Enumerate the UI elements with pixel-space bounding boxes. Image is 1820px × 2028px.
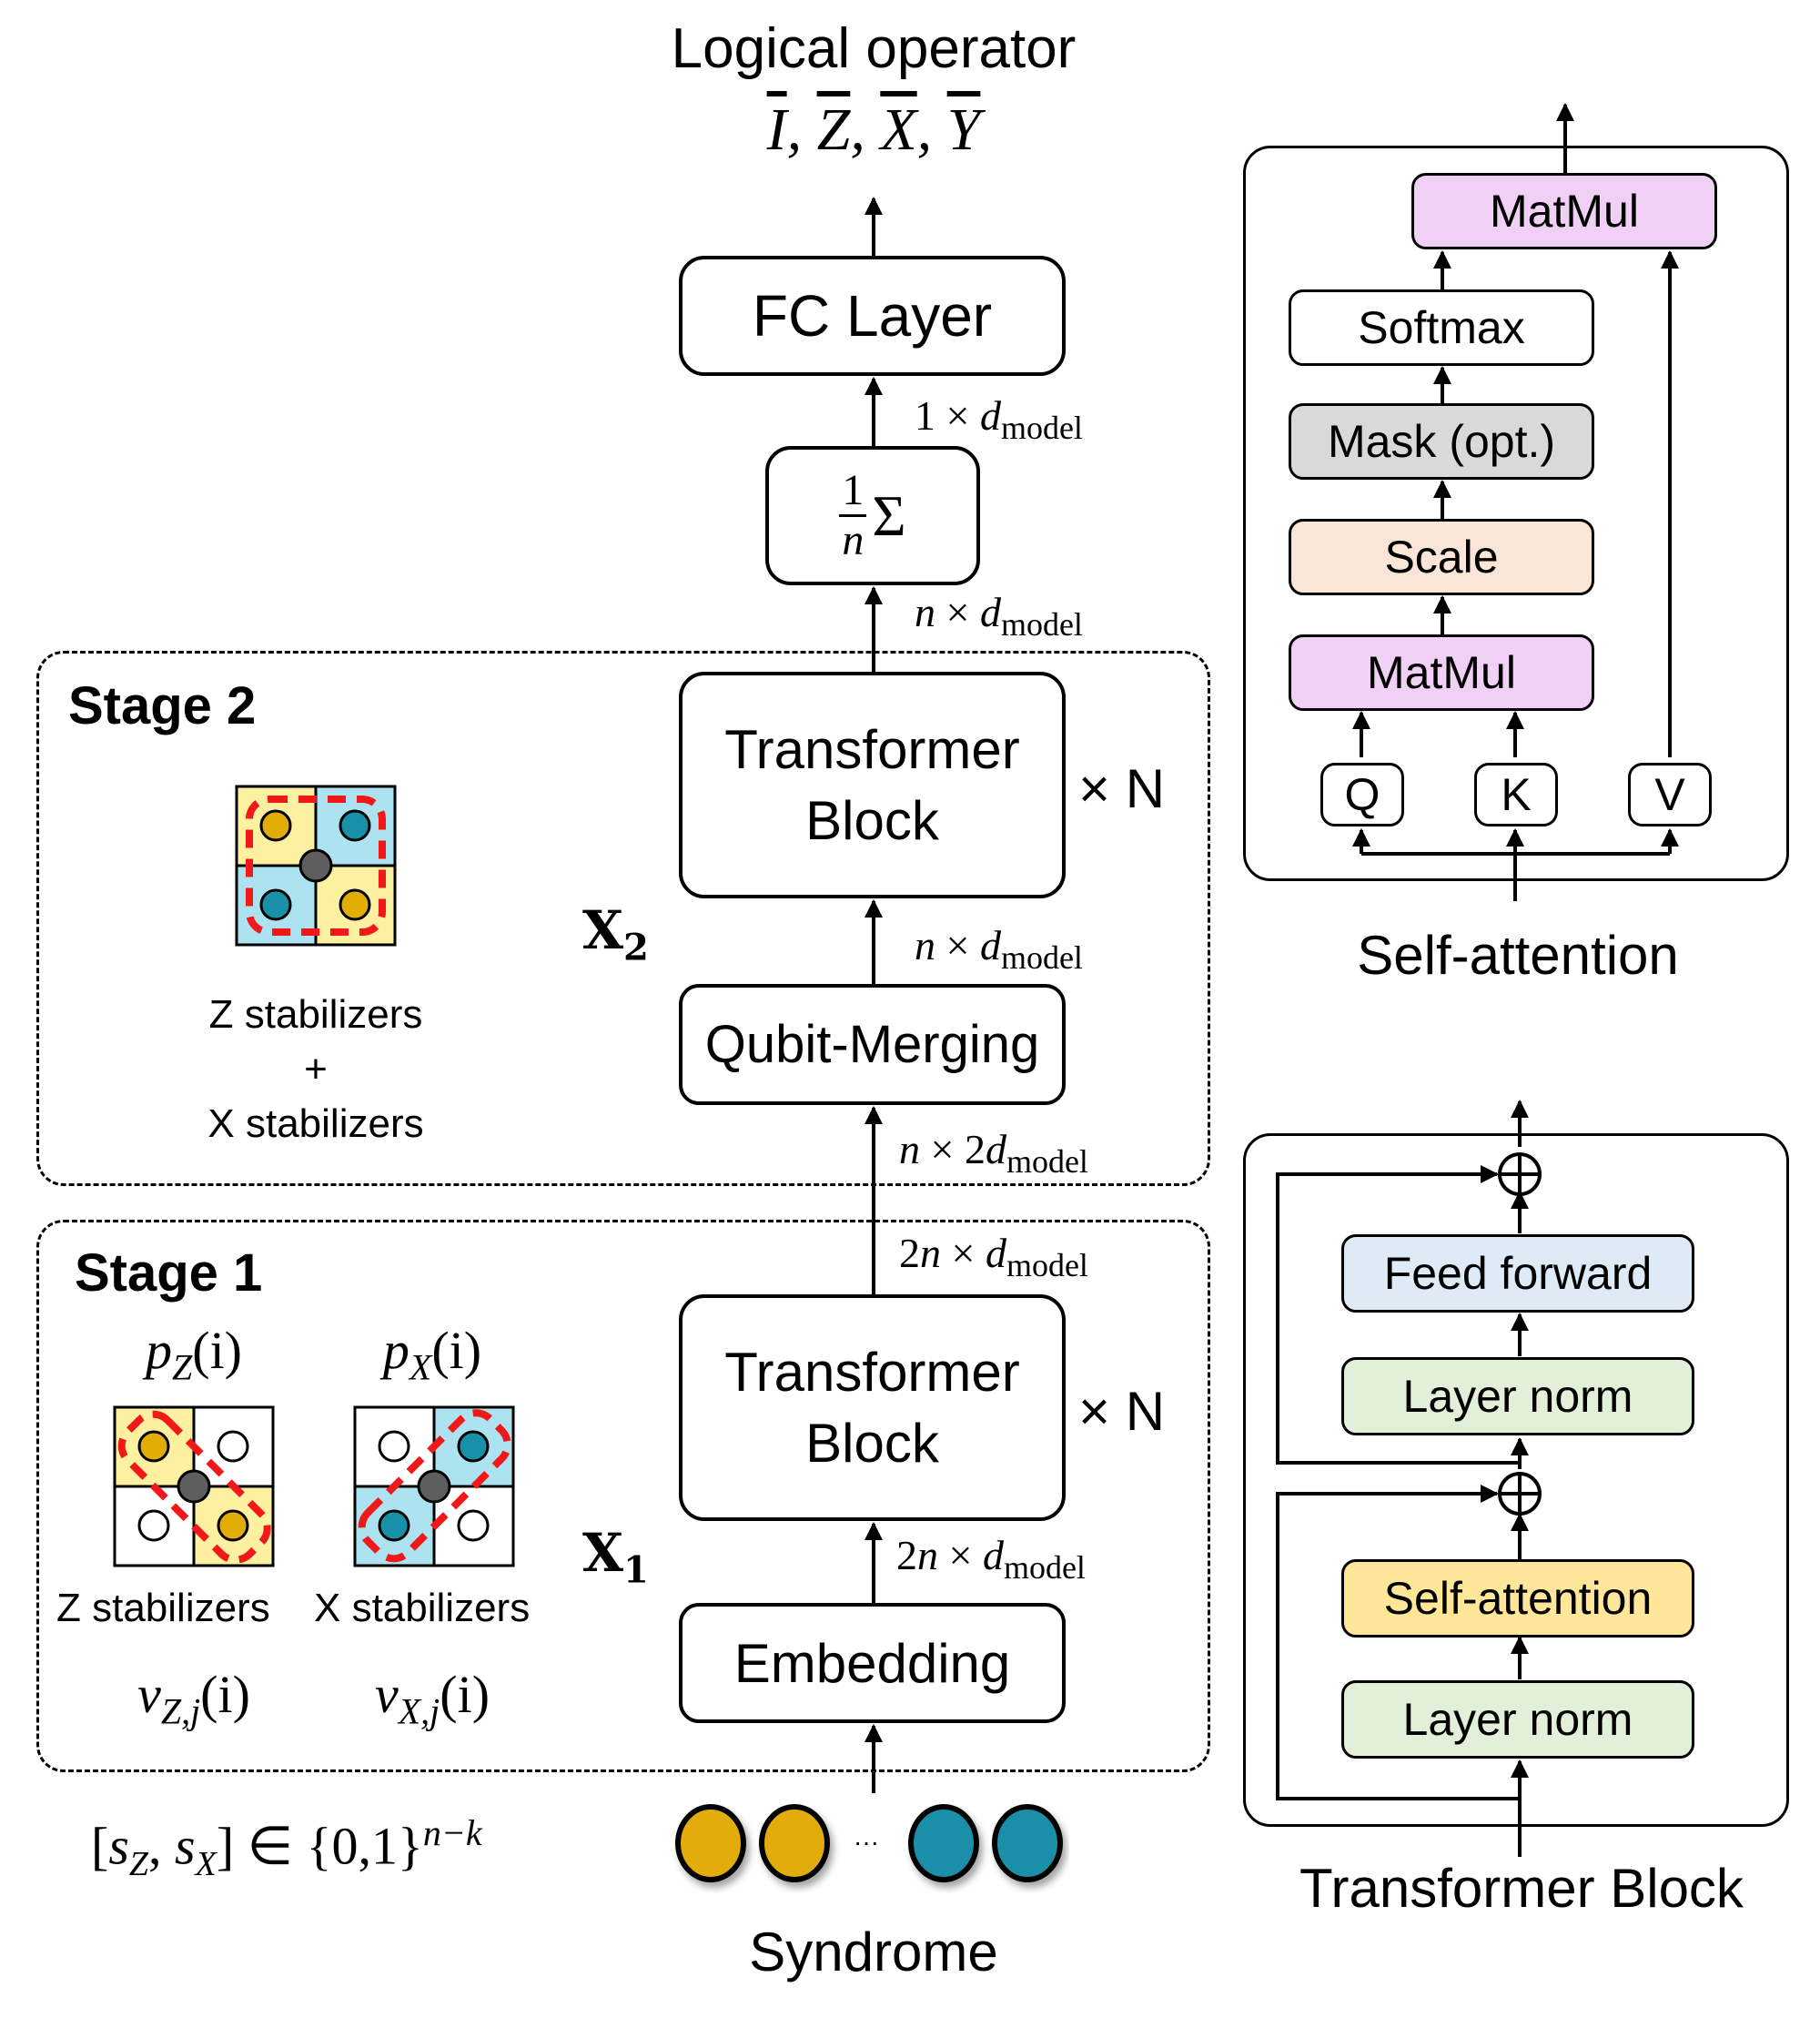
syndrome-label: Syndrome bbox=[749, 1922, 998, 1982]
sa-softmax-box: Softmax bbox=[1289, 289, 1594, 366]
dim-tb1-in: 2n × dmodel bbox=[896, 1532, 1086, 1586]
op-y: Y bbox=[946, 96, 981, 163]
tb2-box: Transformer Block bbox=[679, 672, 1066, 898]
tb1-repeat: × N bbox=[1078, 1381, 1166, 1442]
fc-layer-label: FC Layer bbox=[752, 283, 993, 349]
self-attention-frame bbox=[1243, 146, 1789, 881]
sa-scale-box: Scale bbox=[1289, 519, 1594, 595]
tb-layer-norm-top-box: Layer norm bbox=[1341, 1357, 1694, 1435]
tb1-box: Transformer Block bbox=[679, 1294, 1066, 1521]
x-stabilizer-plaquette-icon bbox=[353, 1405, 515, 1567]
vx-label: vX,j(i) bbox=[374, 1665, 490, 1732]
z-stabilizers-caption: Z stabilizers bbox=[56, 1586, 270, 1630]
op-i: I bbox=[766, 96, 787, 163]
x1-label: X1 bbox=[582, 1522, 649, 1592]
syndrome-bit-z-1 bbox=[675, 1804, 746, 1882]
stage2-plaquette-icon bbox=[235, 785, 397, 947]
sum-symbol: Σ bbox=[872, 482, 906, 548]
pool-numerator: 1 bbox=[842, 466, 864, 514]
stage2-frame bbox=[36, 651, 1210, 1186]
tb-feed-forward-box: Feed forward bbox=[1341, 1234, 1694, 1313]
pz-label: pZ(i) bbox=[146, 1321, 242, 1388]
op-z: Z bbox=[816, 96, 851, 163]
qubit-merging-box: Qubit-Merging bbox=[679, 984, 1066, 1105]
logical-operators: I, Z, X, Y bbox=[766, 96, 981, 163]
syndrome-bit-x-1 bbox=[908, 1804, 979, 1882]
sa-matmul-bottom-box: MatMul bbox=[1289, 634, 1594, 711]
stage1-title: Stage 1 bbox=[75, 1243, 263, 1303]
fc-layer-box: FC Layer bbox=[679, 256, 1066, 376]
transformer-block-title: Transformer Block bbox=[1299, 1858, 1744, 1919]
z-stabilizer-plaquette-icon bbox=[113, 1405, 275, 1567]
tb-layer-norm-bottom-box: Layer norm bbox=[1341, 1680, 1694, 1759]
dim-tb1-out: 2n × dmodel bbox=[899, 1230, 1088, 1283]
stage2-title: Stage 2 bbox=[68, 676, 257, 735]
mean-pool-box: 1 n Σ bbox=[765, 446, 980, 585]
embedding-box: Embedding bbox=[679, 1603, 1066, 1723]
sa-mask-box: Mask (opt.) bbox=[1289, 403, 1594, 480]
syndrome-bits bbox=[675, 1804, 1063, 1882]
dim-fc-in: 1 × dmodel bbox=[915, 392, 1083, 446]
self-attention-title: Self-attention bbox=[1357, 925, 1679, 986]
px-label: pX(i) bbox=[382, 1321, 482, 1388]
sa-v-box: V bbox=[1628, 763, 1712, 826]
sa-k-box: K bbox=[1474, 763, 1558, 826]
pool-denominator: n bbox=[842, 516, 864, 564]
stage1-frame bbox=[36, 1220, 1210, 1772]
x-stabilizers-caption: X stabilizers bbox=[314, 1586, 531, 1630]
stage2-caption: Z stabilizers + X stabilizers bbox=[207, 992, 424, 1146]
syndrome-bit-x-2 bbox=[992, 1804, 1063, 1882]
dim-pool-in: n × dmodel bbox=[915, 589, 1083, 643]
transformer-block-frame bbox=[1243, 1133, 1789, 1827]
dim-merge-in: n × 2dmodel bbox=[899, 1126, 1088, 1180]
syndrome-formula: [sZ, sX] ∈ {0,1}n−k bbox=[91, 1812, 482, 1883]
sa-matmul-top-box: MatMul bbox=[1411, 173, 1717, 249]
syndrome-ellipsis: ··· bbox=[854, 1828, 879, 1856]
tb2-repeat: × N bbox=[1078, 758, 1166, 819]
sa-q-box: Q bbox=[1320, 763, 1404, 826]
output-title: Logical operator bbox=[671, 17, 1077, 80]
tb-self-attention-box: Self-attention bbox=[1341, 1559, 1694, 1638]
x2-label: X2 bbox=[582, 899, 649, 969]
residual-1 bbox=[1276, 1485, 1520, 1800]
vz-label: vZ,j(i) bbox=[137, 1665, 250, 1732]
syndrome-bit-z-2 bbox=[759, 1804, 830, 1882]
dim-tb2-in: n × dmodel bbox=[915, 922, 1083, 976]
residual-2 bbox=[1276, 1165, 1520, 1465]
op-x: X bbox=[880, 96, 917, 163]
